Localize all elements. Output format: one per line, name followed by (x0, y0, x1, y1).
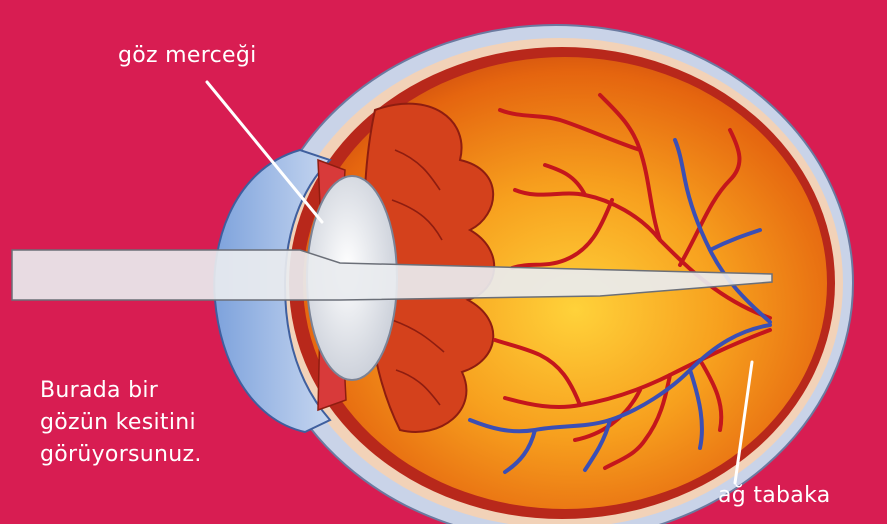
lens-label: göz merceği (118, 40, 257, 72)
caption-line: Burada bir (40, 375, 202, 407)
retina-label: ağ tabaka (718, 480, 831, 512)
caption-line: gözün kesitini (40, 407, 202, 439)
caption: Burada bir gözün kesitini görüyorsunuz. (40, 375, 202, 471)
caption-line: görüyorsunuz. (40, 439, 202, 471)
